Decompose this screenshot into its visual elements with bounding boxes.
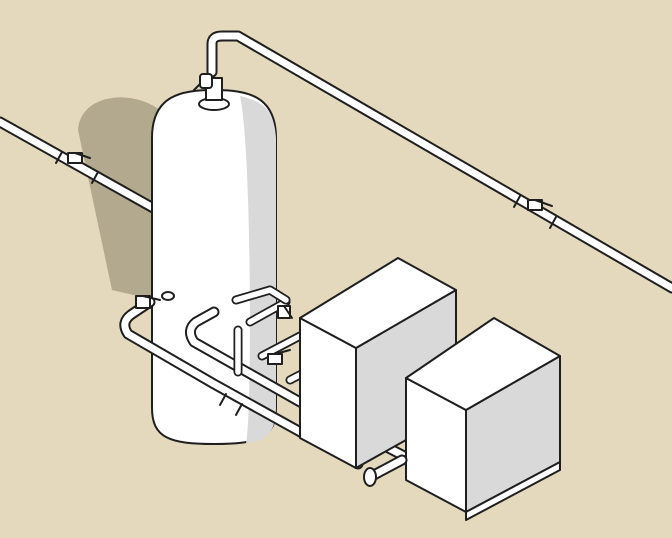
valve-left-inlet [67,152,91,164]
upper-supply-pipe [206,30,672,294]
outlet-pipe [363,454,408,487]
valve-tank-outlet [277,305,293,319]
manifold-piping [119,285,410,470]
tank-shadow [78,97,160,300]
valve-upper-right [527,199,553,211]
valve-tank-side [135,291,175,309]
equipment-box-2 [405,317,561,521]
valve-manifold-a [267,349,291,365]
